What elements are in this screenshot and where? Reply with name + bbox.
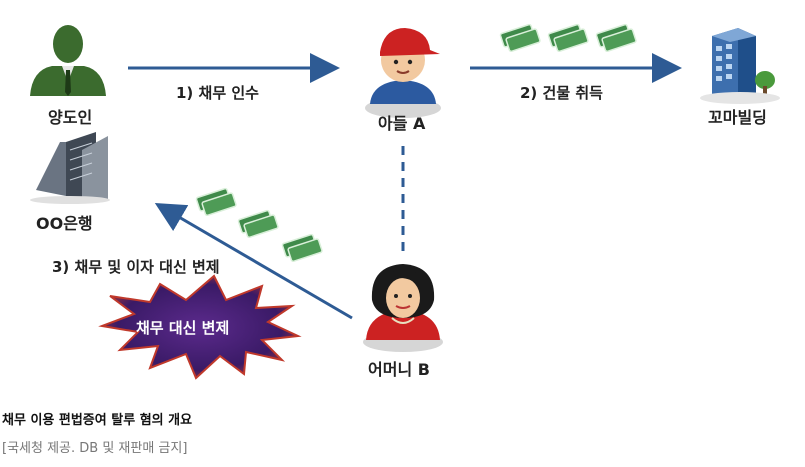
money-stack-icon — [237, 209, 279, 239]
son-avatar-icon — [365, 28, 441, 118]
building-acquisition-label: 2) 건물 취득 — [520, 84, 603, 102]
son-label: 아들 A — [378, 114, 426, 133]
building-icon — [700, 28, 780, 104]
money-stack-icon — [595, 23, 637, 53]
caption-title: 채무 이용 편법증여 탈루 혐의 개요 — [2, 413, 193, 428]
bank-label: OO은행 — [36, 214, 93, 233]
bank-building-icon — [30, 132, 110, 204]
money-stack-icon — [547, 23, 589, 53]
money-stack-icon — [195, 187, 237, 217]
transferor-icon — [30, 25, 106, 96]
transferor-label: 양도인 — [48, 108, 93, 127]
burst-shape — [98, 274, 302, 380]
mother-avatar-icon — [363, 264, 443, 352]
money-stack-icon — [281, 233, 323, 263]
mother-label: 어머니 B — [368, 360, 430, 379]
building-label: 꼬마빌딩 — [708, 108, 767, 127]
repayment-label: 3) 채무 및 이자 대신 변제 — [52, 258, 220, 276]
burst-label: 채무 대신 변제 — [136, 319, 230, 337]
money-stack-icon — [499, 23, 541, 53]
debt-assumption-label: 1) 채무 인수 — [176, 84, 259, 102]
arrow-repayment — [154, 202, 353, 320]
caption-source: [국세청 제공. DB 및 재판매 금지] — [2, 441, 188, 456]
